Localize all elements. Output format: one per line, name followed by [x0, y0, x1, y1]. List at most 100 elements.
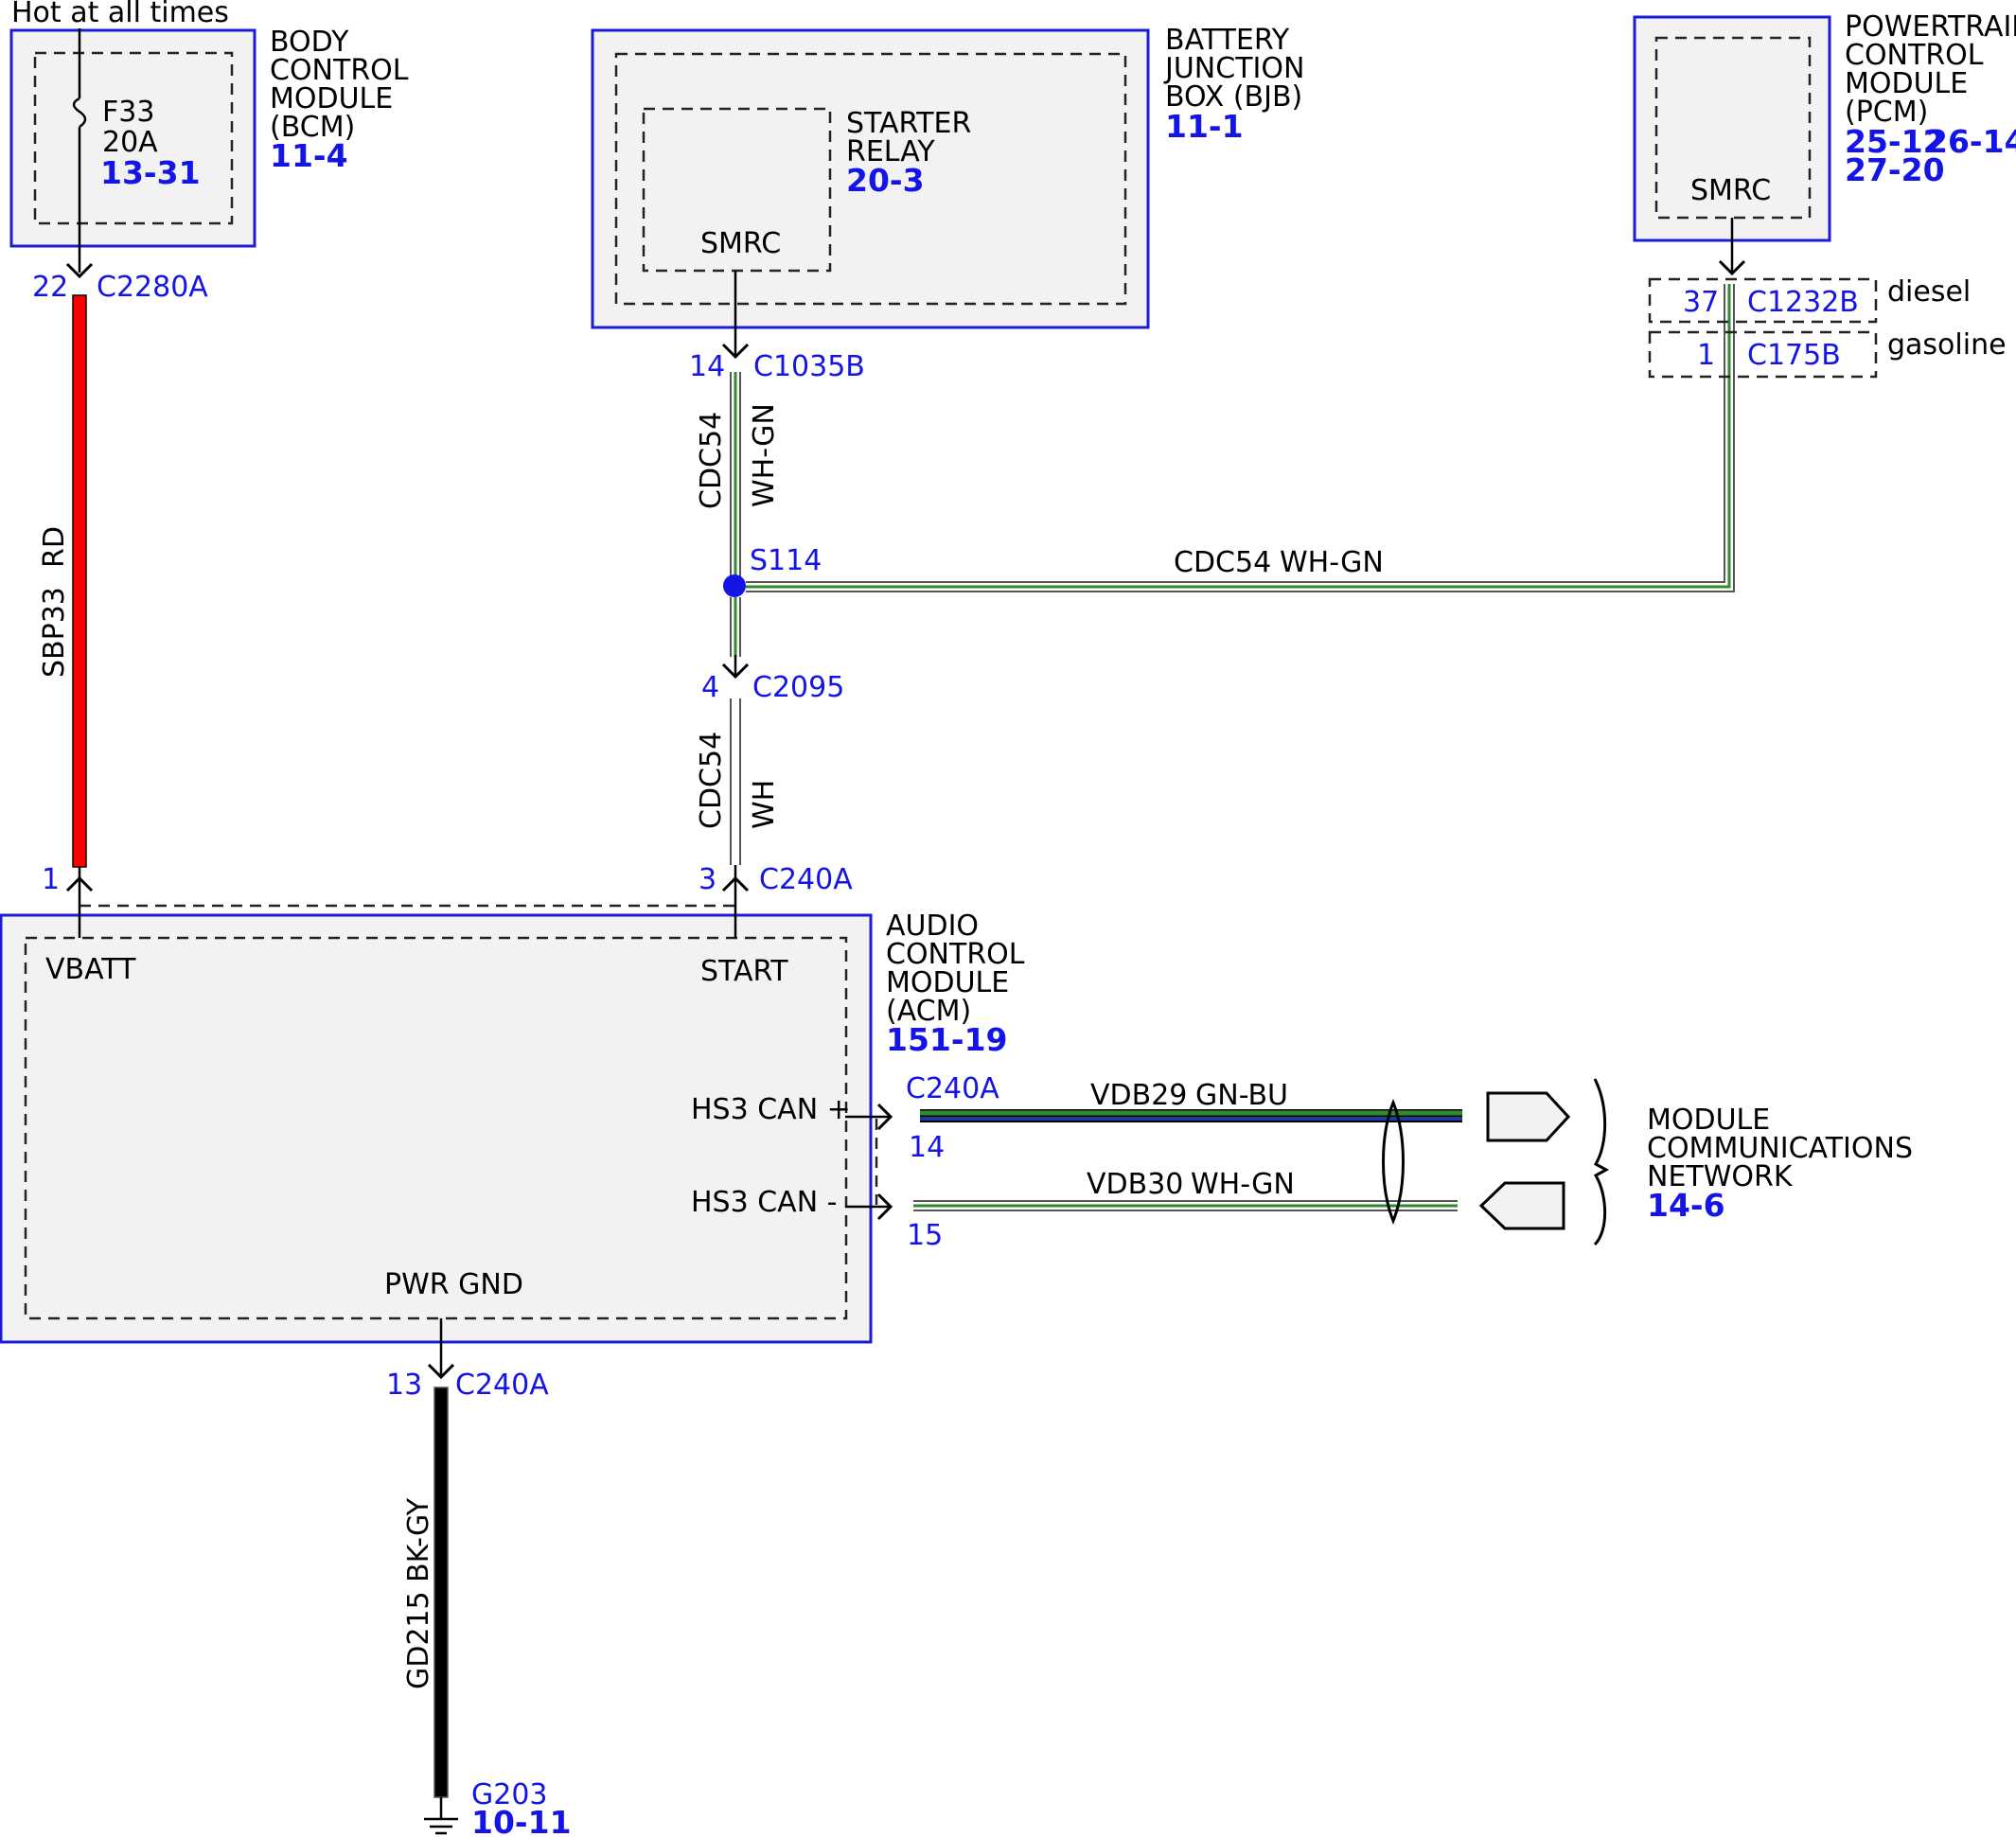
c1035b-connector-label: C1035B [753, 350, 865, 383]
bcm-name-line-2: CONTROL [270, 54, 409, 87]
network-name-line-3: NETWORK [1647, 1160, 1794, 1193]
acm-name-line-2: CONTROL [886, 938, 1025, 971]
can-plus-connector-label: C240A [906, 1072, 999, 1105]
ground-id: G203 [471, 1778, 548, 1811]
start-pin-label: START [700, 955, 788, 988]
wire-sbp33-circuit: SBP33 [38, 587, 71, 678]
pcm-module[interactable] [1633, 15, 1831, 242]
c2280a-connector-symbol [65, 262, 94, 279]
bjb-name-line-3: BOX (BJB) [1165, 80, 1302, 114]
network-connector-can-plus [1486, 1091, 1571, 1142]
network-label: MODULE COMMUNICATIONS NETWORK 14-6 [1647, 1104, 1913, 1224]
splice-s114[interactable] [723, 574, 746, 597]
acm-module-box [0, 913, 873, 1344]
vbatt-pin-label: VBATT [45, 953, 136, 986]
pcm-label: POWERTRAIN CONTROL MODULE (PCM) 25-12 26… [1845, 10, 2016, 188]
wire-cdc54-lower-circuit: CDC54 [695, 732, 728, 829]
pcm-connector-symbol [1718, 259, 1746, 276]
pcm-inner-outline [1654, 36, 1812, 220]
ground-icon [424, 1797, 458, 1835]
power-label: Hot at all times [11, 0, 229, 29]
pcm-ref-link-3[interactable]: 27-20 [1845, 151, 1945, 188]
bjb-label: BATTERY JUNCTION BOX (BJB) 11-1 [1163, 24, 1304, 145]
pcm-module-box [1633, 15, 1831, 242]
bcm-label: BODY CONTROL MODULE (BCM) 11-4 [270, 26, 409, 174]
bjb-module[interactable] [591, 28, 1150, 329]
fuse-ref-link[interactable]: 13-31 [100, 154, 201, 191]
c175b-connector-label: C175B [1747, 339, 1841, 372]
c175b-variant-label: gasoline [1887, 328, 2007, 362]
wire-gd215-bk-gy[interactable] [433, 1387, 449, 1798]
wire-cdc54-upper-circuit: CDC54 [695, 412, 728, 509]
c1035b-connector-symbol [721, 343, 750, 360]
wire-vdb29-gn-bu[interactable] [920, 1109, 1462, 1122]
wire-vdb29-circuit: VDB29 [1090, 1079, 1187, 1112]
wire-sbp33-rd[interactable] [72, 294, 87, 868]
start-connector-symbol [721, 875, 750, 892]
pcm-ref-link-2[interactable]: 26-14 [1926, 123, 2016, 160]
bjb-name-line-2: JUNCTION [1163, 52, 1304, 85]
pcm-name-line-1: POWERTRAIN [1845, 10, 2016, 44]
can-minus-pin: 15 [907, 1219, 943, 1252]
wire-cdc54-pcm[interactable] [746, 284, 1735, 592]
bcm-ref-link[interactable]: 11-4 [270, 137, 348, 174]
can-minus-pin-label: HS3 CAN - [691, 1186, 838, 1219]
bcm-name-line-1: BODY [270, 26, 349, 59]
pwr-gnd-pin-label: PWR GND [384, 1268, 523, 1301]
pwr-gnd-pin: 13 [386, 1369, 422, 1402]
twisted-pair-symbol [1382, 1098, 1405, 1226]
bjb-ref-link[interactable]: 11-1 [1165, 108, 1244, 145]
wire-cdc54-pcm-circuit: CDC54 [1174, 546, 1271, 579]
acm-name-line-1: AUDIO [886, 910, 979, 943]
pcm-name-line-3: MODULE [1845, 67, 1968, 100]
wire-gd215-circuit: GD215 [402, 1591, 435, 1689]
vbatt-connector-symbol [65, 875, 94, 892]
bcm-name-line-4: (BCM) [270, 111, 355, 144]
c2095-connector-symbol [721, 662, 750, 680]
network-ref-link[interactable]: 14-6 [1647, 1187, 1725, 1224]
pcm-ref-link-1[interactable]: 25-12 [1845, 123, 1945, 160]
wire-gd215-color: BK-GY [402, 1497, 435, 1582]
starter-relay-smrc: SMRC [700, 227, 781, 260]
wire-cdc54-pcm-color: WH-GN [1280, 546, 1384, 579]
start-connector-label: C240A [759, 863, 853, 896]
starter-relay-name-1: STARTER [846, 107, 971, 140]
acm-ref-link[interactable]: 151-19 [886, 1021, 1008, 1058]
vbatt-pin: 1 [42, 863, 60, 896]
pcm-name-line-2: CONTROL [1845, 39, 1984, 72]
network-brace [1593, 1078, 1610, 1246]
fuse-id: F33 [102, 96, 154, 129]
acm-name-line-3: MODULE [886, 966, 1009, 999]
wire-vdb29-color: GN-BU [1195, 1079, 1288, 1112]
bjb-module-box [591, 28, 1150, 329]
c175b-variant-box [1648, 330, 1878, 379]
start-pin: 3 [699, 863, 716, 896]
pwr-gnd-connector-label: C240A [455, 1369, 549, 1402]
acm-name-line-4: (ACM) [886, 995, 971, 1028]
bcm-name-line-3: MODULE [270, 82, 393, 115]
pcm-smrc: SMRC [1690, 174, 1771, 207]
starter-relay-ref-link[interactable]: 20-3 [846, 162, 925, 199]
acm-inner-outline [24, 936, 848, 1320]
c1232b-variant-label: diesel [1887, 275, 1971, 309]
starter-relay-name-2: RELAY [846, 135, 935, 168]
wire-cdc54-upper-color: WH-GN [748, 403, 781, 507]
ground-ref-link[interactable]: 10-11 [471, 1804, 572, 1837]
bcm-module[interactable] [9, 28, 256, 248]
wire-cdc54-lower-color: WH [748, 780, 781, 829]
wire-vdb30-color: WH-GN [1191, 1168, 1295, 1201]
can-plus-pin-label: HS3 CAN + [691, 1093, 851, 1126]
acm-module[interactable] [0, 913, 873, 1344]
starter-relay-box [642, 107, 832, 273]
pwr-gnd-connector-symbol [427, 1363, 455, 1380]
c2280a-pin: 22 [32, 271, 68, 304]
can-minus-connector-symbol [876, 1192, 893, 1221]
bcm-inner-outline [33, 51, 234, 225]
wire-vdb30-circuit: VDB30 [1087, 1168, 1183, 1201]
fuse-f33-symbol [72, 97, 87, 129]
bcm-module-box [9, 28, 256, 248]
c1232b-pin: 37 [1683, 286, 1719, 319]
network-name-line-2: COMMUNICATIONS [1647, 1132, 1913, 1165]
c1035b-pin: 14 [689, 350, 725, 383]
c2095-pin: 4 [701, 671, 719, 704]
